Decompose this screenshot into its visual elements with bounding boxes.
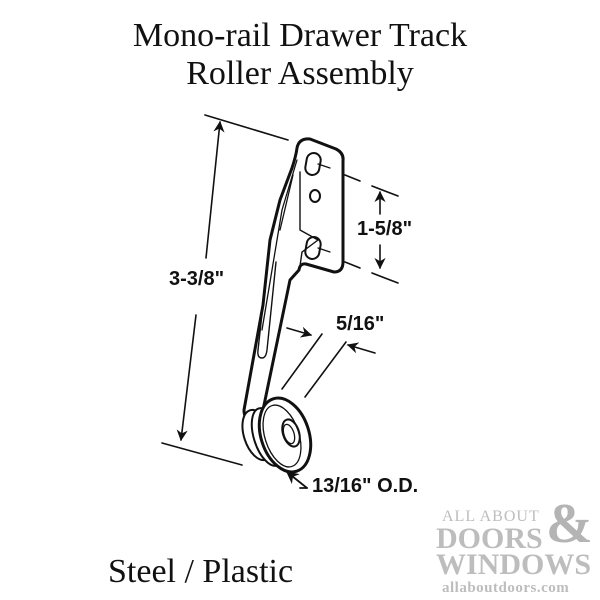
material-label: Steel / Plastic <box>108 553 294 590</box>
top-extension-line <box>204 114 289 141</box>
bracket-outline <box>242 137 345 422</box>
roller-diameter-label: 13/16" O.D. <box>312 475 419 497</box>
hole-spacing-label: 1-5/8" <box>357 218 413 240</box>
product-title-line-2: Roller Assembly <box>186 55 414 92</box>
bottom-extension-line <box>161 442 243 466</box>
roller-wheel <box>257 396 313 474</box>
roller-axle-hole <box>281 418 301 448</box>
logo-line-2: DOORS <box>436 522 543 555</box>
height-arrow-down <box>176 314 197 442</box>
logo-line-1: ALL ABOUT <box>442 508 540 525</box>
center-hole <box>309 189 321 203</box>
overall-height-label: 3-3/8" <box>169 268 225 290</box>
roller-width-label: 5/16" <box>336 313 385 335</box>
logo-ampersand: & <box>546 493 593 555</box>
height-arrow-up <box>205 120 225 259</box>
logo-url: allaboutdoors.com <box>442 580 570 596</box>
logo-line-3: WINDOWS <box>436 548 592 581</box>
product-title-line-1: Mono-rail Drawer Track <box>132 17 468 54</box>
